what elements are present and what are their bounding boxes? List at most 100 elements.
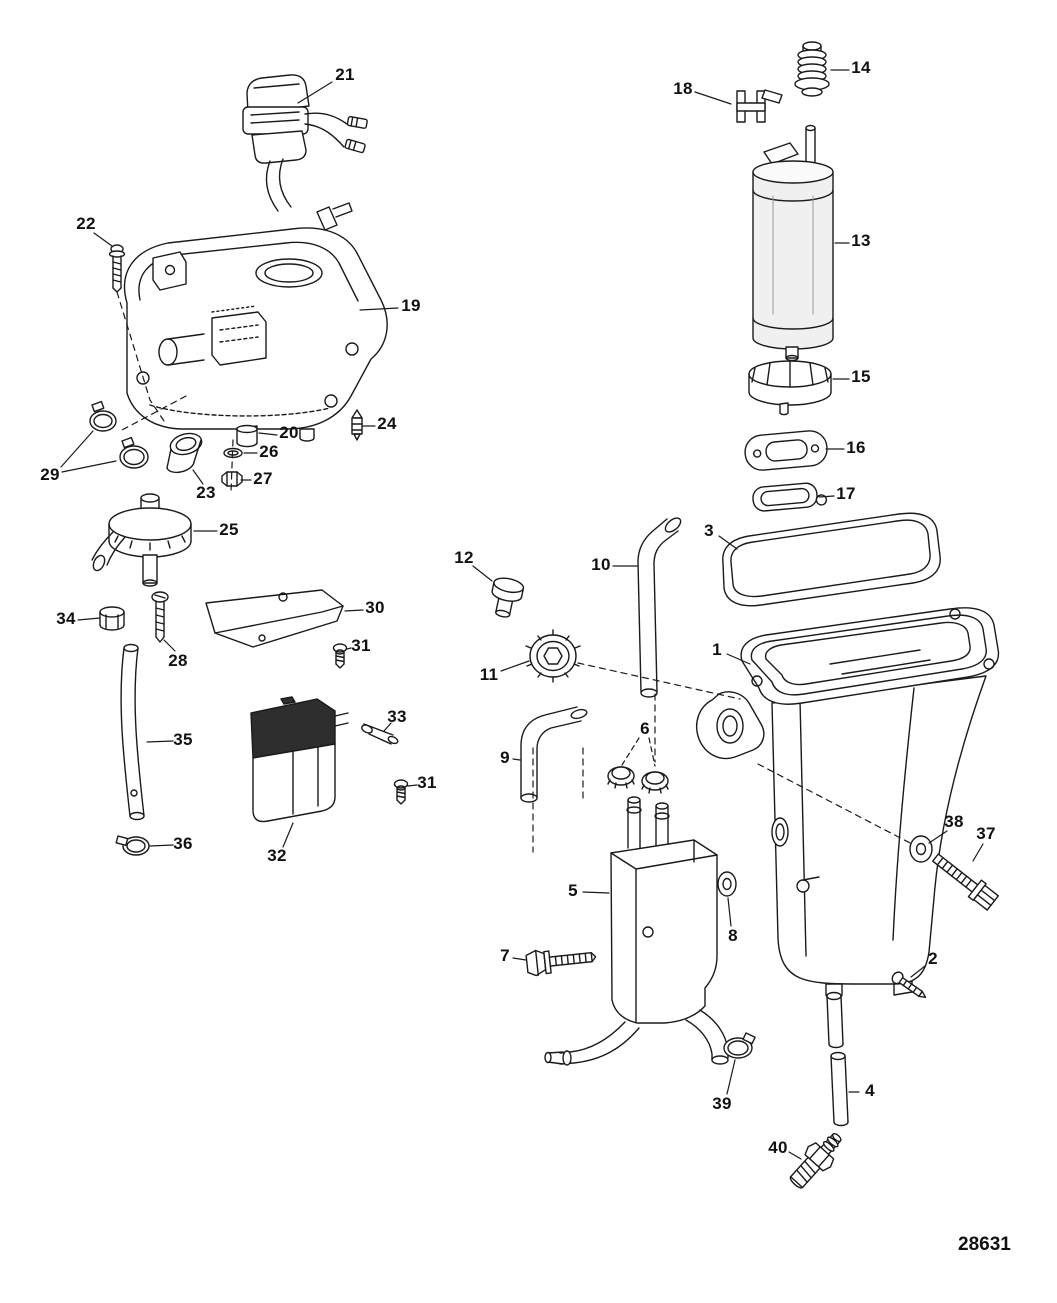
callout-27: 27 (253, 469, 273, 488)
callout-4: 4 (865, 1081, 875, 1100)
callout-24: 24 (377, 414, 397, 433)
part-17-grommet (752, 482, 828, 512)
part-13-fuel-pump (752, 124, 834, 362)
part-3-gasket (722, 512, 941, 607)
part-22-screw (108, 244, 126, 293)
callout-16: 16 (846, 438, 866, 457)
part-37-bolt (932, 853, 999, 911)
callout-18: 18 (673, 79, 693, 98)
callout-37: 37 (976, 824, 996, 843)
part-18-clip (736, 89, 783, 123)
part-36-clamp (115, 835, 150, 856)
callout-10: 10 (591, 555, 611, 574)
part-38-washer (909, 835, 933, 863)
part-29-clamps (89, 400, 149, 469)
leader-line-18 (694, 91, 732, 105)
part-21-connector (242, 74, 368, 212)
leader-line-5 (582, 891, 610, 894)
part-4-hose (826, 991, 849, 1127)
part-33-pin (361, 723, 399, 745)
leader-line-36 (149, 844, 174, 847)
callout-12: 12 (454, 548, 474, 567)
part-1-vst-tank (695, 607, 1000, 999)
callout-8: 8 (728, 926, 738, 945)
part-11-plug (525, 629, 581, 683)
construction-lines (116, 291, 913, 853)
leader-line-23 (192, 469, 204, 485)
part-16-plate (744, 430, 828, 471)
leader-line-21 (297, 81, 333, 104)
callout-17: 17 (836, 484, 856, 503)
callout-33: 33 (387, 707, 407, 726)
part-9-hose (520, 706, 588, 803)
leader-line-6 (621, 737, 640, 766)
callout-1: 1 (712, 640, 722, 659)
leader-line-32 (282, 822, 294, 848)
callout-21: 21 (335, 65, 355, 84)
callout-26: 26 (259, 442, 279, 461)
leader-line-6 (648, 737, 656, 767)
part-20-port-stub (236, 424, 258, 448)
part-35-hose (120, 643, 145, 821)
leader-line-30 (344, 609, 364, 612)
leader-line-40 (788, 1151, 802, 1160)
callout-23: 23 (196, 483, 216, 502)
callout-30: 30 (365, 598, 385, 617)
leader-line-39 (726, 1059, 736, 1095)
leader-line-29 (61, 460, 117, 473)
callout-15: 15 (851, 367, 871, 386)
leader-line-29 (60, 430, 94, 468)
part-23-hose-stub (166, 432, 203, 474)
leader-line-20 (258, 432, 278, 436)
callout-36: 36 (173, 834, 193, 853)
callout-34: 34 (56, 609, 76, 628)
leader-line-31b (407, 784, 418, 787)
part-39-clamp (723, 1032, 756, 1059)
callout-32: 32 (267, 846, 287, 865)
leader-line-17 (818, 495, 835, 498)
leader-line-3 (718, 535, 738, 550)
part-40-elbow-fitting (789, 1132, 842, 1189)
callout-29: 29 (40, 465, 60, 484)
part-14-fitting (794, 41, 830, 97)
leader-line-9 (512, 758, 521, 761)
leader-line-22 (93, 232, 113, 247)
part-34-cap-nut (99, 606, 125, 631)
callout-31a: 31 (351, 636, 371, 655)
callout-6: 6 (640, 719, 650, 738)
leader-line-19 (359, 307, 399, 311)
part-25-fuel-pressure-regulator (91, 493, 192, 587)
callout-38: 38 (944, 812, 964, 831)
callout-31b: 31 (417, 773, 437, 792)
callout-3: 3 (704, 521, 714, 540)
part-31-screw-a (332, 643, 348, 669)
leader-line-1 (726, 653, 751, 665)
leader-lines (60, 69, 984, 1160)
leader-line-28 (163, 639, 176, 652)
callout-40: 40 (768, 1138, 788, 1157)
leader-line-31a (346, 647, 352, 650)
callout-11: 11 (479, 665, 499, 684)
part-2-screw (891, 971, 927, 999)
leader-line-34 (77, 617, 101, 621)
callout-2: 2 (928, 949, 938, 968)
part-12-fitting (491, 577, 525, 618)
leader-line-11 (500, 660, 530, 672)
callout-19: 19 (401, 296, 421, 315)
drawing-number: 28631 (958, 1234, 1011, 1255)
leader-line-2 (910, 965, 926, 978)
leader-line-35 (146, 740, 174, 743)
part-24-check-valve (351, 409, 363, 441)
part-30-bracket-plate (205, 589, 344, 648)
part-7-bolt (525, 949, 597, 977)
part-6-caps (607, 766, 669, 794)
part-19-cover (123, 202, 388, 442)
leader-line-33 (383, 722, 392, 732)
callout-13: 13 (851, 231, 871, 250)
part-32-canister (250, 696, 349, 823)
part-28-screw (151, 591, 169, 643)
leader-line-12 (472, 565, 493, 582)
callout-9: 9 (500, 748, 510, 767)
callout-7: 7 (500, 946, 510, 965)
